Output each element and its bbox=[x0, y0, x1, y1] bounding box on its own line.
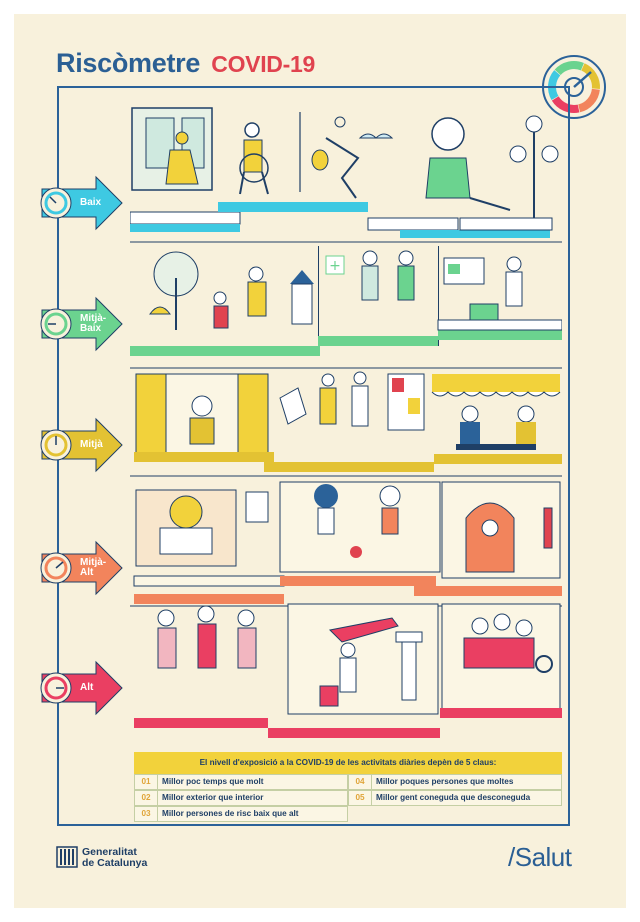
level-label: Baix bbox=[80, 197, 102, 208]
level-mitja-alt-arrow: Mitjà- Alt bbox=[36, 540, 126, 596]
level-label: Alt bbox=[80, 682, 94, 693]
key-text: Millor poques persones que moltes bbox=[376, 777, 514, 786]
level-label: Mitjà bbox=[80, 439, 103, 450]
key-number: 04 bbox=[349, 775, 372, 789]
level-mitja-arrow: Mitjà bbox=[36, 417, 126, 473]
key-item: 04 Millor poques persones que moltes bbox=[348, 774, 562, 790]
key-number: 05 bbox=[349, 791, 372, 805]
activities-illustration: + bbox=[130, 107, 562, 738]
level-label: Mitjà- Alt bbox=[80, 557, 107, 578]
key-number: 01 bbox=[135, 775, 158, 789]
level-mitja-baix-arrow: Mitjà- Baix bbox=[36, 296, 126, 352]
level-label: Mitjà- Baix bbox=[80, 313, 107, 334]
title-part-covid: COVID-19 bbox=[211, 51, 315, 77]
key-text: Millor gent coneguda que desconeguda bbox=[376, 793, 531, 802]
salut-brand: /Salut bbox=[508, 842, 572, 872]
title-part-riscometre: Riscòmetre bbox=[56, 48, 201, 78]
org-line-1: Generalitat bbox=[82, 846, 137, 858]
generalitat-name: Generalitat de Catalunya bbox=[82, 847, 147, 869]
key-text: Millor persones de risc baix que alt bbox=[162, 809, 299, 818]
svg-text:+: + bbox=[329, 258, 341, 274]
level-baix-arrow: Baix bbox=[36, 175, 126, 231]
key-item: 01 Millor poc temps que molt bbox=[134, 774, 348, 790]
key-number: 02 bbox=[135, 791, 158, 805]
key-text: Millor exterior que interior bbox=[162, 793, 264, 802]
key-item: 03 Millor persones de risc baix que alt bbox=[134, 806, 348, 822]
key-item: 05 Millor gent coneguda que desconeguda bbox=[348, 790, 562, 806]
risk-gauge-icon bbox=[542, 55, 606, 119]
keys-heading: El nivell d'exposició a la COVID-19 de l… bbox=[134, 752, 562, 774]
level-alt-arrow: Alt bbox=[36, 660, 126, 716]
keys-box: El nivell d'exposició a la COVID-19 de l… bbox=[134, 752, 562, 774]
key-item: 02 Millor exterior que interior bbox=[134, 790, 348, 806]
page-title: Riscòmetre COVID-19 bbox=[56, 48, 315, 79]
org-line-2: de Catalunya bbox=[82, 857, 148, 869]
generalitat-logo-icon bbox=[56, 846, 78, 868]
key-text: Millor poc temps que molt bbox=[162, 777, 264, 786]
key-number: 03 bbox=[135, 807, 158, 821]
